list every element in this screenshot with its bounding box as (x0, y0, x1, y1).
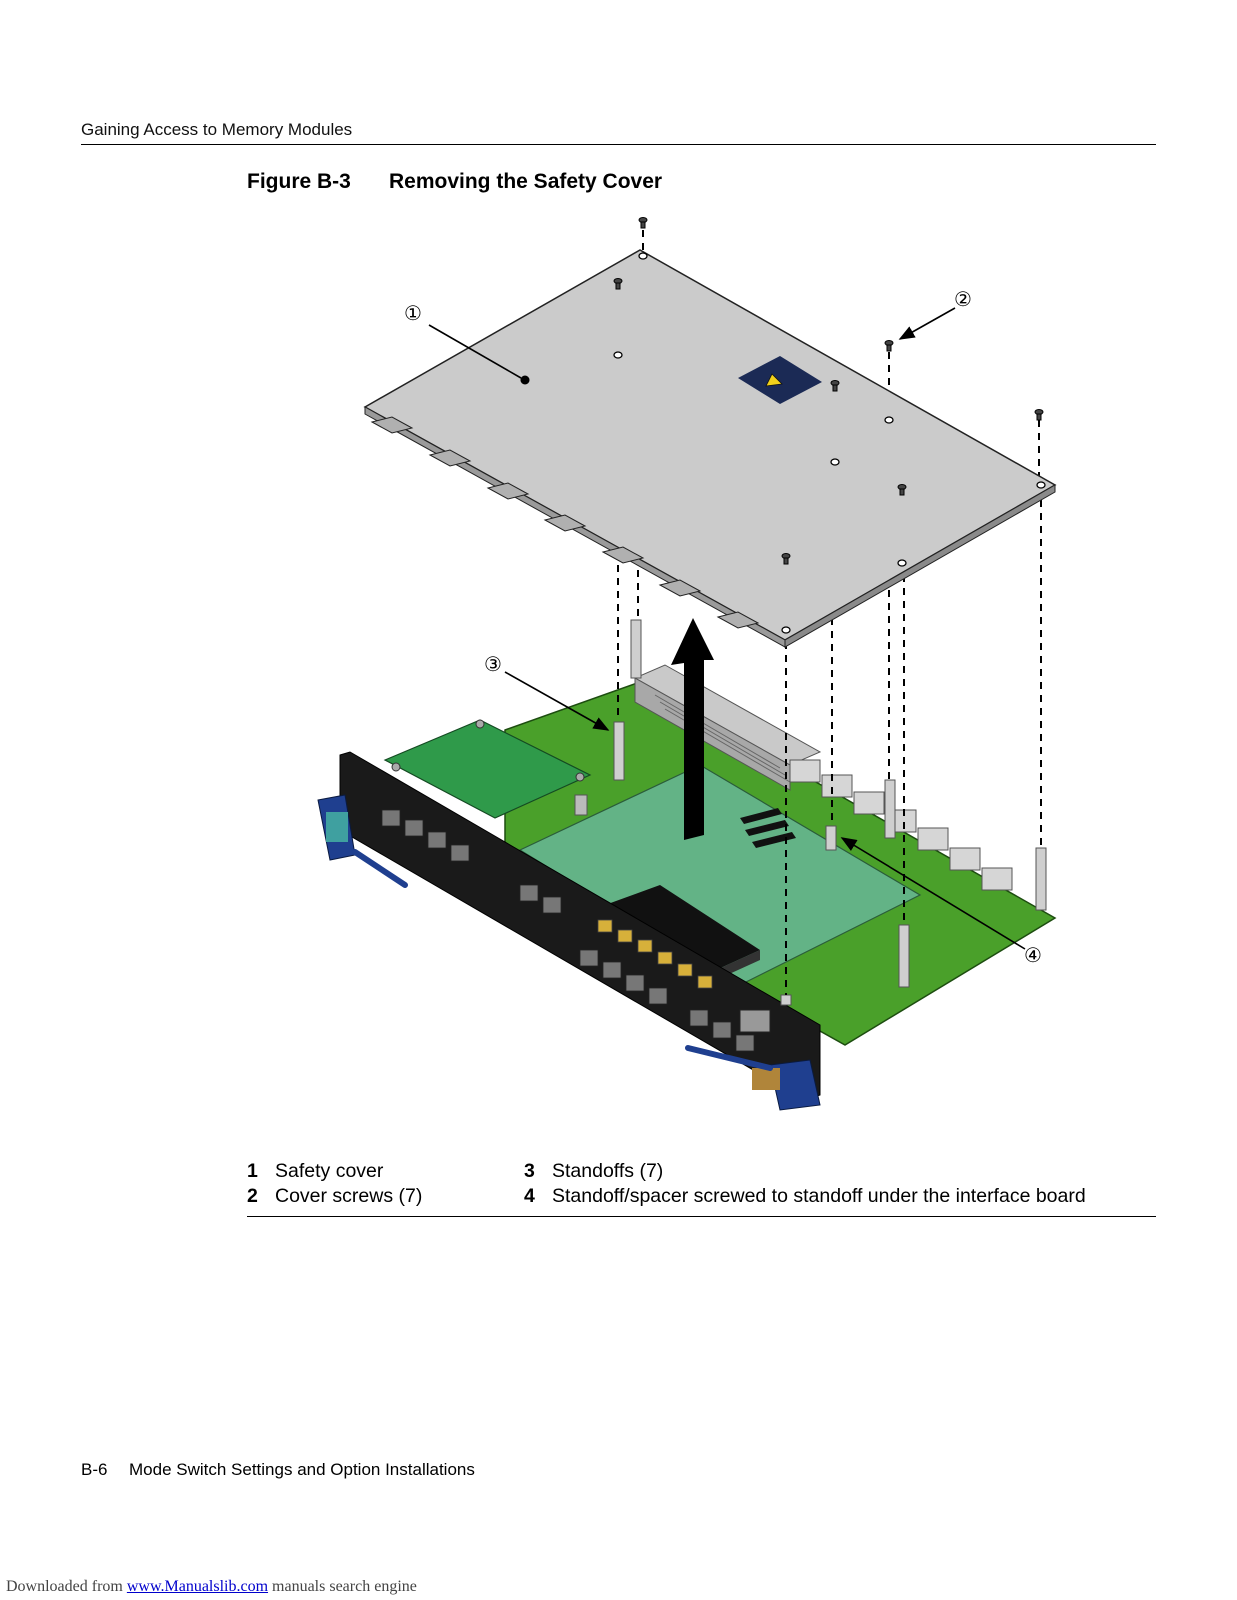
header-rule (81, 144, 1156, 145)
legend-text: Cover screws (7) (275, 1185, 423, 1207)
page-number: B-6 (81, 1460, 108, 1479)
legend-rule (247, 1216, 1156, 1217)
figure-number: Figure B-3 (247, 170, 351, 193)
standoffs (613, 619, 1047, 1006)
main-board (383, 664, 1057, 1046)
running-head: Gaining Access to Memory Modules (81, 120, 353, 139)
legend-number: 1 (247, 1160, 258, 1182)
page-footer: B-6 Mode Switch Settings and Option Insta… (81, 1460, 475, 1480)
legend-item: 1 Safety cover (247, 1160, 383, 1183)
legend-number: 4 (524, 1185, 535, 1207)
cover-screws (613, 217, 1044, 565)
legend-number: 3 (524, 1160, 535, 1182)
safety-cover (363, 249, 1057, 648)
legend-text: Standoffs (7) (552, 1160, 664, 1182)
download-prefix: Downloaded from (6, 1578, 127, 1595)
legend-item: 2 Cover screws (7) (247, 1185, 422, 1208)
section-title: Mode Switch Settings and Option Installa… (129, 1460, 475, 1479)
callout-3: ③ (484, 652, 502, 676)
manualslib-link[interactable]: www.Manualslib.com (126, 1578, 269, 1595)
callout-1: ① (404, 301, 422, 325)
figure-caption: Removing the Safety Cover (389, 170, 663, 193)
callout-leaders (428, 307, 1026, 950)
safety-cover-removal-illustration: ① ② ③ ④ (317, 217, 1057, 1111)
front-panel (317, 751, 821, 1111)
legend-text: Standoff/spacer screwed to standoff unde… (552, 1185, 1086, 1207)
warning-label (738, 356, 822, 404)
callout-2: ② (954, 287, 972, 311)
legend-item: 3 Standoffs (7) (524, 1160, 663, 1183)
download-notice: Downloaded from www.Manualslib.com manua… (6, 1578, 417, 1596)
legend-item: 4 Standoff/spacer screwed to standoff und… (524, 1185, 1086, 1208)
legend-text: Safety cover (275, 1160, 384, 1182)
legend-number: 2 (247, 1185, 258, 1207)
download-suffix: manuals search engine (268, 1578, 417, 1595)
callout-4: ④ (1024, 943, 1042, 967)
lift-arrow (671, 618, 714, 840)
figure-title: Figure B-3 Removing the Safety Cover (247, 170, 662, 194)
warning-icon (765, 373, 783, 387)
